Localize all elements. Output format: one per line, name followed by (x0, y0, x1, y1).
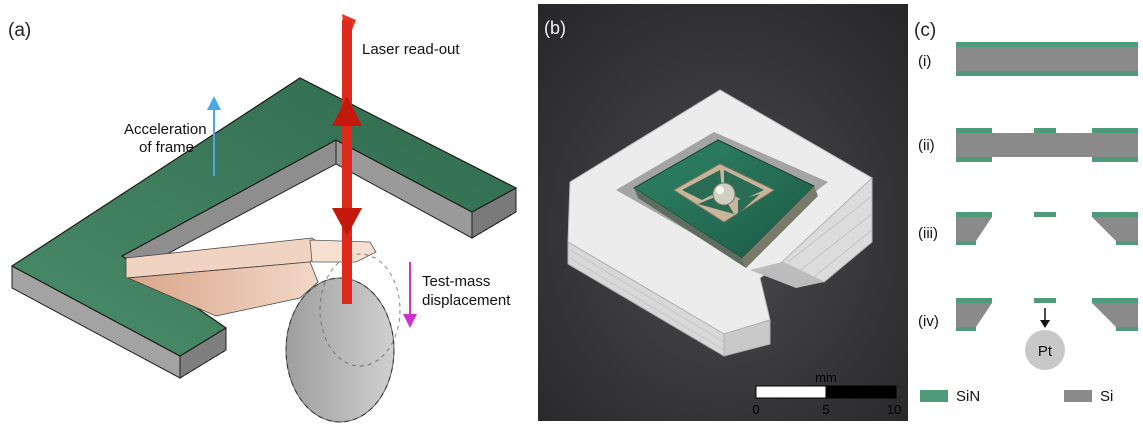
frame-top-face (10, 77, 518, 357)
legend-label-si: Si (1100, 388, 1113, 405)
step-label-iv: (iv) (918, 313, 939, 330)
laser-label: Laser read-out (362, 41, 460, 58)
wafer-step-i (956, 42, 1138, 76)
displacement-arrow-icon (403, 262, 417, 328)
down-arrow-icon (1040, 308, 1050, 328)
wafer-step-iv: Pt (956, 298, 1138, 370)
test-mass (285, 253, 401, 423)
legend-label-sin: SiN (956, 388, 980, 405)
scale-tick-0: 0 (752, 402, 759, 417)
laser-up-arrow-icon (332, 96, 362, 126)
acceleration-label-line2: of frame (139, 139, 194, 156)
panel-b-label: (b) (544, 18, 566, 38)
panel-b-svg: (b) mm 0 5 10 (538, 4, 908, 421)
panel-b-photo: (b) mm 0 5 10 (538, 0, 908, 431)
scale-bar-white-segment (755, 385, 827, 399)
pt-mass (1025, 330, 1065, 370)
panel-a-schematic: (a) Laser read-out (0, 0, 530, 431)
panel-c-fabrication: (c) (i) (ii) (iii) (iv) (912, 0, 1143, 431)
step-label-i: (i) (918, 53, 931, 70)
scale-bar-black-segment (825, 385, 897, 399)
acceleration-label-line1: Acceleration (124, 121, 207, 138)
panel-a-svg: (a) Laser read-out (8, 14, 518, 423)
laser-down-arrow-icon (332, 208, 362, 236)
step-label-iii: (iii) (918, 225, 938, 242)
wafer-step-iii (956, 212, 1138, 245)
scale-tick-5: 5 (822, 402, 829, 417)
frame-body (10, 77, 518, 379)
acceleration-arrow-icon (207, 96, 221, 176)
pt-mass-label: Pt (1038, 343, 1053, 360)
legend-swatch-si (1064, 390, 1092, 402)
panel-c-label: (c) (914, 20, 936, 41)
panel-a-label: (a) (8, 20, 31, 41)
laser-beam (332, 14, 362, 304)
legend: SiN Si (920, 388, 1113, 405)
wafer-step-ii (956, 128, 1138, 162)
legend-swatch-sin (920, 390, 948, 402)
displacement-label-line1: Test-mass (422, 273, 490, 290)
displacement-label-line2: displacement (422, 292, 511, 309)
scale-bar-unit: mm (815, 370, 837, 385)
sensor-chip (633, 139, 818, 268)
step-label-ii: (ii) (918, 137, 935, 154)
scale-tick-10: 10 (887, 402, 901, 417)
scale-bar: mm 0 5 10 (752, 370, 901, 417)
panel-c-svg: (c) (i) (ii) (iii) (iv) (914, 20, 1138, 405)
